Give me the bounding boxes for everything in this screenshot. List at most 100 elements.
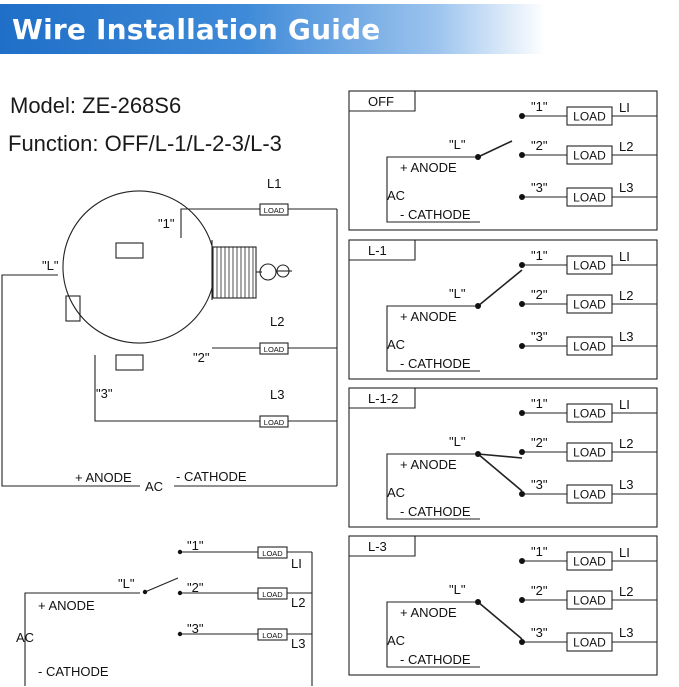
terminal-label-2: "2": [187, 580, 204, 595]
terminal-label-1: "1": [531, 396, 548, 411]
load-label: LOAD: [573, 340, 606, 354]
ac-label: AC: [16, 630, 34, 645]
mode-tab: [349, 536, 416, 557]
output-label-l2: L2: [619, 139, 633, 154]
terminal-label-l: "L": [42, 258, 59, 273]
ac-label: AC: [145, 479, 163, 494]
cathode-label: - CATHODE: [176, 469, 247, 484]
mode-name: L-3: [368, 539, 387, 554]
input-wire: [386, 453, 480, 520]
terminal-label-1: "1": [187, 538, 204, 553]
main-switch-diagram: [1, 190, 338, 487]
mode-tab: [349, 240, 416, 261]
output-label-l1: LI: [619, 397, 630, 412]
load-label: LOAD: [573, 594, 606, 608]
switch-blade: [477, 453, 523, 459]
load-label: LOAD: [573, 407, 606, 421]
mode-panel: [348, 239, 658, 380]
load-label: LOAD: [262, 590, 283, 599]
switch-blade: [477, 601, 523, 640]
load-label: LOAD: [573, 636, 606, 650]
ac-label: AC: [387, 633, 405, 648]
output-label-l3: L3: [619, 329, 633, 344]
mode-panel-frame: [348, 239, 658, 380]
mode-panel-frame: [348, 535, 658, 676]
terminal-label-l: "L": [449, 137, 466, 152]
model-number: Model: ZE-268S6: [10, 93, 182, 118]
anode-label: + ANODE: [38, 598, 95, 613]
input-wire: [386, 305, 480, 372]
cathode-label: - CATHODE: [400, 207, 471, 222]
load-label: LOAD: [573, 259, 606, 273]
terminal-label-l: "L": [449, 434, 466, 449]
output-label-l3: L3: [619, 477, 633, 492]
terminal-label-l: "L": [449, 286, 466, 301]
anode-label: + ANODE: [400, 457, 457, 472]
output-label-l3: L3: [270, 387, 284, 402]
output-label-l2: L2: [291, 595, 305, 610]
cathode-label: - CATHODE: [38, 664, 109, 679]
output-label-l1: LI: [619, 249, 630, 264]
load-label: LOAD: [262, 549, 283, 558]
terminal-label-1: "1": [531, 544, 548, 559]
ac-label: AC: [387, 188, 405, 203]
small-switch-diagram: [24, 546, 313, 686]
terminal-label-2: "2": [531, 435, 548, 450]
terminal-label-2: "2": [531, 583, 548, 598]
terminal-label-2: "2": [531, 287, 548, 302]
output-label-l1: LI: [619, 545, 630, 560]
output-label-l2: L2: [619, 436, 633, 451]
output-label-l2: L2: [270, 314, 284, 329]
mode-name: L-1-2: [368, 391, 398, 406]
output-label-l3: L3: [619, 625, 633, 640]
cathode-label: - CATHODE: [400, 504, 471, 519]
mode-panel: [348, 387, 658, 528]
load-label: LOAD: [573, 446, 606, 460]
switch-contact-top: [115, 242, 144, 259]
mode-panel-frame: [348, 387, 658, 528]
switch-blade: [144, 577, 179, 593]
mode-name: L-1: [368, 243, 387, 258]
input-wire: [386, 156, 480, 223]
terminal-label-1: "1": [531, 248, 548, 263]
output-label-l3: L3: [291, 636, 305, 651]
output-label-l2: L2: [619, 584, 633, 599]
mode-panel: [348, 535, 658, 676]
terminal-label-3: "3": [531, 329, 548, 344]
terminal-label-2: "2": [193, 350, 210, 365]
output-label-l1: L1: [267, 176, 281, 191]
output-label-l3: L3: [619, 180, 633, 195]
output-label-l1: LI: [619, 100, 630, 115]
ac-label: AC: [387, 337, 405, 352]
switch-shaft: [212, 246, 257, 299]
mode-tab: [349, 388, 416, 409]
terminal-label-l: "L": [118, 576, 135, 591]
terminal-label-l: "L": [449, 582, 466, 597]
load-label: LOAD: [573, 149, 606, 163]
output-label-l2: L2: [619, 288, 633, 303]
switch-contact-left: [65, 295, 81, 322]
load-label: LOAD: [573, 191, 606, 205]
anode-label: + ANODE: [400, 309, 457, 324]
mode-panel-frame: [348, 90, 658, 231]
load-label: LOAD: [264, 418, 285, 427]
cathode-label: - CATHODE: [400, 652, 471, 667]
terminal-label-3: "3": [531, 625, 548, 640]
load-label: LOAD: [573, 110, 606, 124]
terminal-label-3: "3": [96, 386, 113, 401]
load-label: LOAD: [264, 206, 285, 215]
cathode-label: - CATHODE: [400, 356, 471, 371]
switch-body: [62, 190, 213, 344]
terminal-label-3: "3": [531, 180, 548, 195]
anode-label: + ANODE: [400, 160, 457, 175]
mode-tab: [349, 91, 416, 112]
title-banner: Wire Installation Guide: [0, 4, 546, 54]
anode-label: + ANODE: [400, 605, 457, 620]
load-label: LOAD: [264, 345, 285, 354]
anode-label: + ANODE: [75, 470, 132, 485]
switch-contact-bottom: [115, 354, 144, 371]
input-wire: [386, 601, 480, 668]
load-label: LOAD: [573, 298, 606, 312]
switch-blade: [477, 453, 523, 492]
